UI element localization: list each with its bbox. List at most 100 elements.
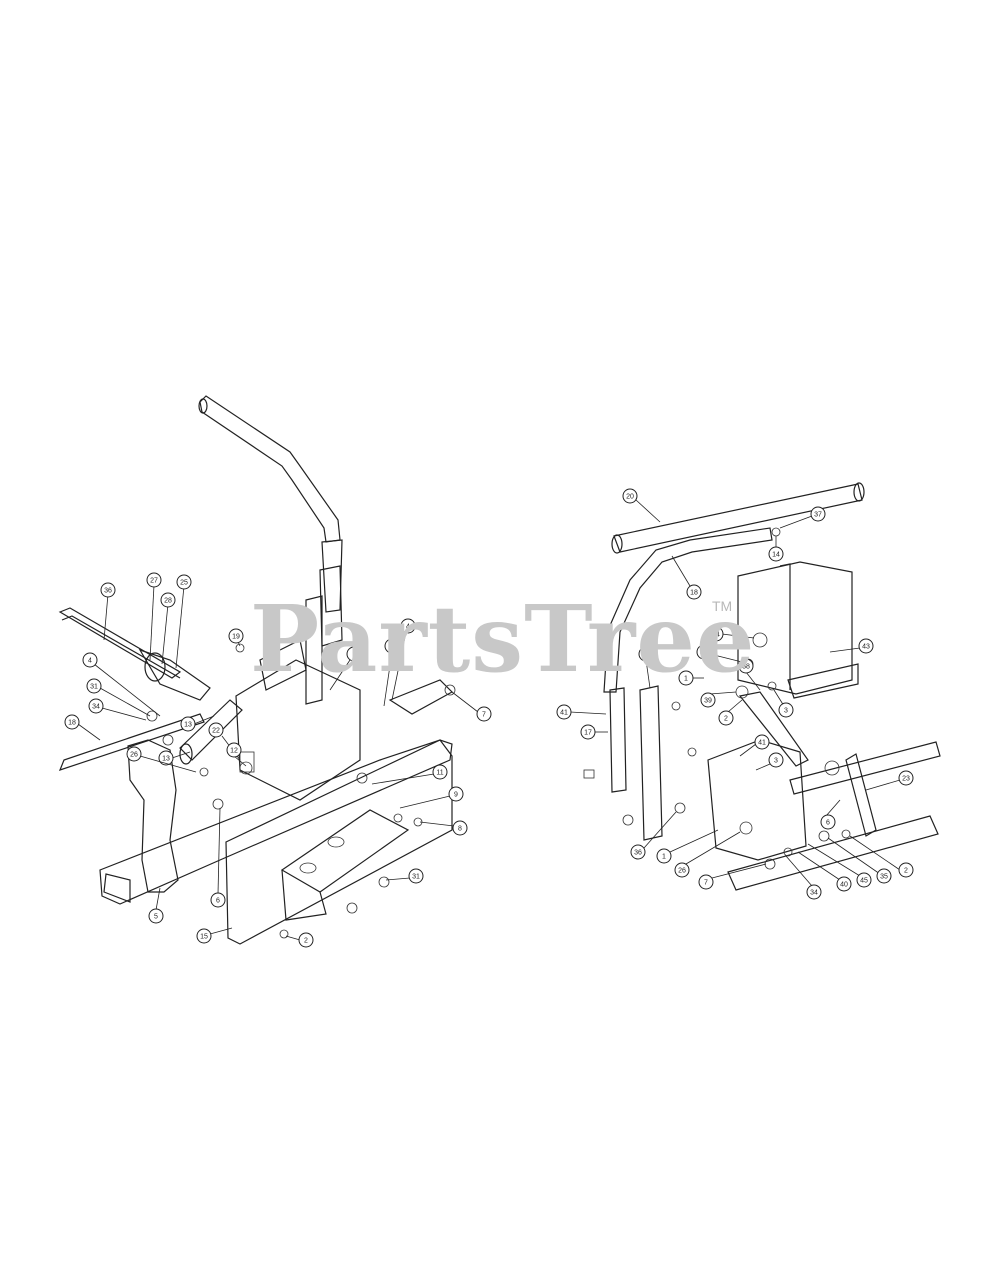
callout-bubble[interactable]: 17 <box>580 724 596 740</box>
callout-bubble[interactable]: 3 <box>768 752 784 768</box>
callout-bubble[interactable]: 2 <box>718 710 734 726</box>
callout-label: 41 <box>560 710 568 717</box>
callout-label: 40 <box>840 882 848 889</box>
callout-label: 45 <box>860 878 868 885</box>
callout-bubble[interactable]: 9 <box>448 786 464 802</box>
callout-bubble[interactable]: 34 <box>806 884 822 900</box>
callout-bubble[interactable]: 25 <box>176 574 192 590</box>
callout-label: 2 <box>904 868 908 875</box>
callout-label: 20 <box>626 494 634 501</box>
callout-bubble[interactable]: 37 <box>810 506 826 522</box>
callout-bubble[interactable]: 2 <box>898 862 914 878</box>
callout-bubble[interactable]: 8 <box>452 820 468 836</box>
callout-label: 19 <box>232 634 240 641</box>
callout-bubble[interactable]: 7 <box>476 706 492 722</box>
callout-label: 35 <box>880 874 888 881</box>
callout-bubble[interactable]: 41 <box>556 704 572 720</box>
callout-bubble[interactable]: 38 <box>738 658 754 674</box>
callout-bubble[interactable]: 1 <box>678 670 694 686</box>
callout-label: 31 <box>90 684 98 691</box>
callout-label: 18 <box>68 720 76 727</box>
callout-label: 24 <box>388 644 396 651</box>
callout-label: 38 <box>742 664 750 671</box>
right-control-box <box>737 561 853 695</box>
callout-label: 31 <box>412 874 420 881</box>
callout-bubble[interactable]: 1 <box>656 848 672 864</box>
callout-bubble[interactable]: 13 <box>158 750 174 766</box>
right-tube <box>789 741 941 795</box>
callout-label: 18 <box>690 590 698 597</box>
callout-label: 15 <box>200 934 208 941</box>
callout-label: 28 <box>164 598 172 605</box>
callout-label: 34 <box>92 704 100 711</box>
right-handle <box>603 527 773 693</box>
callout-bubble[interactable]: 13 <box>180 716 196 732</box>
callout-bubble[interactable]: 5 <box>148 908 164 924</box>
callout-label: 17 <box>584 730 592 737</box>
callout-bubble[interactable]: 4 <box>400 618 416 634</box>
callout-bubble[interactable]: 35 <box>876 868 892 884</box>
callout-label: 1 <box>352 652 356 659</box>
callout-label: 7 <box>482 712 486 719</box>
callout-bubble[interactable]: 31 <box>86 678 102 694</box>
callout-label: 47 <box>642 652 650 659</box>
callout-label: 43 <box>862 644 870 651</box>
callout-bubble[interactable]: 36 <box>100 582 116 598</box>
callout-bubble[interactable]: 14 <box>768 546 784 562</box>
callout-label: 3 <box>774 758 778 765</box>
callout-bubble[interactable]: 18 <box>686 584 702 600</box>
callout-bubble[interactable]: 12 <box>226 742 242 758</box>
left-arm-casting <box>127 739 179 893</box>
callout-bubble[interactable]: 20 <box>622 488 638 504</box>
callout-label: 5 <box>154 914 158 921</box>
right-vertical-plate <box>639 685 663 841</box>
callout-bubble[interactable]: 7 <box>698 874 714 890</box>
callout-bubble[interactable]: 40 <box>696 644 712 660</box>
callout-bubble[interactable]: 45 <box>856 872 872 888</box>
callout-bubble[interactable]: 31 <box>408 868 424 884</box>
callout-bubble[interactable]: 39 <box>700 692 716 708</box>
right-callouts: 20 37 14 18 44 40 43 47 1 39 38 3 2 <box>556 488 914 900</box>
callout-bubble[interactable]: 2 <box>298 932 314 948</box>
callout-bubble[interactable]: 43 <box>858 638 874 654</box>
callout-label: 27 <box>150 578 158 585</box>
callout-bubble[interactable]: 18 <box>64 714 80 730</box>
callout-bubble[interactable]: 23 <box>898 770 914 786</box>
callout-bubble[interactable]: 15 <box>196 928 212 944</box>
callout-bubble[interactable]: 11 <box>432 764 448 780</box>
callout-label: 2 <box>304 938 308 945</box>
callout-label: 6 <box>216 898 220 905</box>
callout-label: 23 <box>902 776 910 783</box>
callout-bubble[interactable]: 24 <box>384 638 400 654</box>
callout-bubble[interactable]: 47 <box>638 646 654 662</box>
callout-label: 22 <box>212 728 220 735</box>
callout-bubble[interactable]: 34 <box>88 698 104 714</box>
callout-bubble[interactable]: 44 <box>708 626 724 642</box>
callout-label: 11 <box>436 770 443 777</box>
callout-label: 2 <box>724 716 728 723</box>
right-assembly: 20 37 14 18 44 40 43 47 1 39 38 3 2 <box>556 482 941 900</box>
callout-label: 36 <box>634 850 642 857</box>
callout-bubble[interactable]: 26 <box>674 862 690 878</box>
callout-bubble[interactable]: 6 <box>210 892 226 908</box>
callout-label: 39 <box>704 698 712 705</box>
callout-label: 34 <box>810 890 818 897</box>
callout-bubble[interactable]: 27 <box>146 572 162 588</box>
callout-bubble[interactable]: 4 <box>82 652 98 668</box>
callout-bubble[interactable]: 41 <box>754 734 770 750</box>
callout-label: 6 <box>826 820 830 827</box>
callout-bubble[interactable]: 28 <box>160 592 176 608</box>
left-bracket-plate <box>280 809 410 893</box>
callout-bubble[interactable]: 19 <box>228 628 244 644</box>
callout-bubble[interactable]: 36 <box>630 844 646 860</box>
callout-label: 25 <box>180 580 188 587</box>
callout-bubble[interactable]: 1 <box>346 646 362 662</box>
callout-label: 37 <box>814 512 822 519</box>
callout-bubble[interactable]: 22 <box>208 722 224 738</box>
callout-bubble[interactable]: 6 <box>820 814 836 830</box>
callout-label: 4 <box>88 658 92 665</box>
callout-bubble[interactable]: 40 <box>836 876 852 892</box>
callout-bubble[interactable]: 26 <box>126 746 142 762</box>
callout-bubble[interactable]: 3 <box>778 702 794 718</box>
